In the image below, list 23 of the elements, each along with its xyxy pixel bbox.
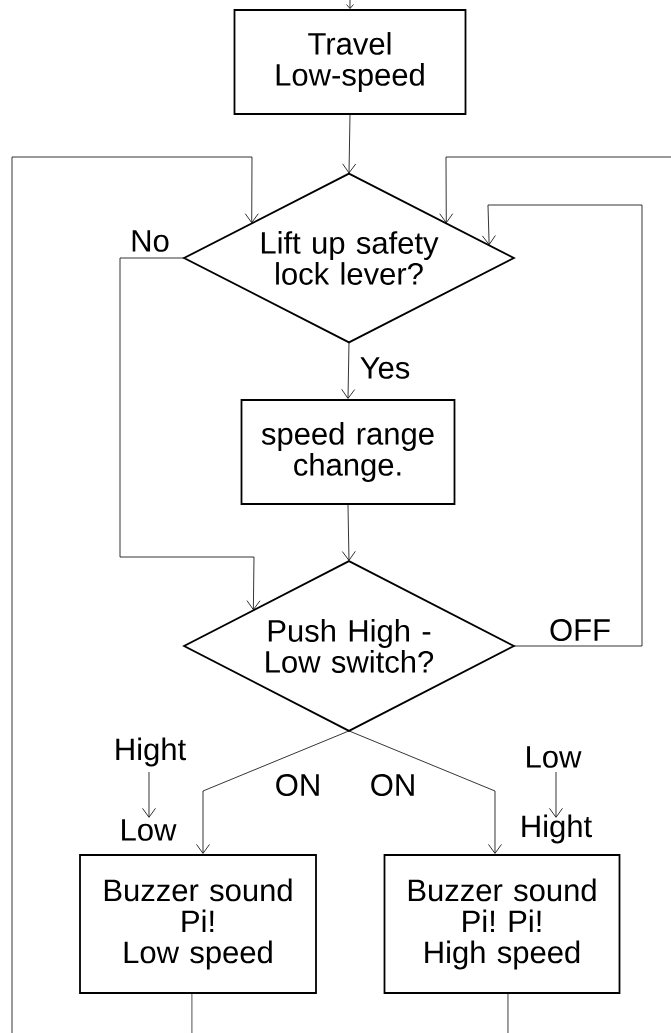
- text: Low: [122, 819, 177, 841]
- edge-label: No: [129, 229, 171, 253]
- arrow: [439, 156, 671, 224]
- arrow: [119, 257, 261, 611]
- arrow: [341, 342, 356, 399]
- text: Hight: [116, 737, 186, 767]
- arrow: [341, 504, 356, 561]
- arrow: [196, 730, 350, 854]
- process-box: speed range change.: [240, 399, 456, 505]
- edge-label: OFF: [548, 618, 612, 642]
- edge-label: Yes: [358, 356, 412, 380]
- arrow: [11, 156, 259, 1033]
- arrow: [342, 114, 357, 174]
- process-box: Buzzer sound Pi! Low speed: [79, 854, 317, 994]
- arrow: [482, 204, 643, 647]
- process-box: Travel Low-speed: [233, 9, 467, 115]
- text: Low: [527, 746, 582, 768]
- process-box: Buzzer sound Pi! Pi! High speed: [383, 854, 621, 994]
- text: Hight: [522, 814, 592, 844]
- edge-label: ON: [273, 773, 323, 797]
- arrow: [346, 0, 354, 9]
- edge-label: ON: [368, 773, 418, 797]
- arrow: [348, 730, 502, 854]
